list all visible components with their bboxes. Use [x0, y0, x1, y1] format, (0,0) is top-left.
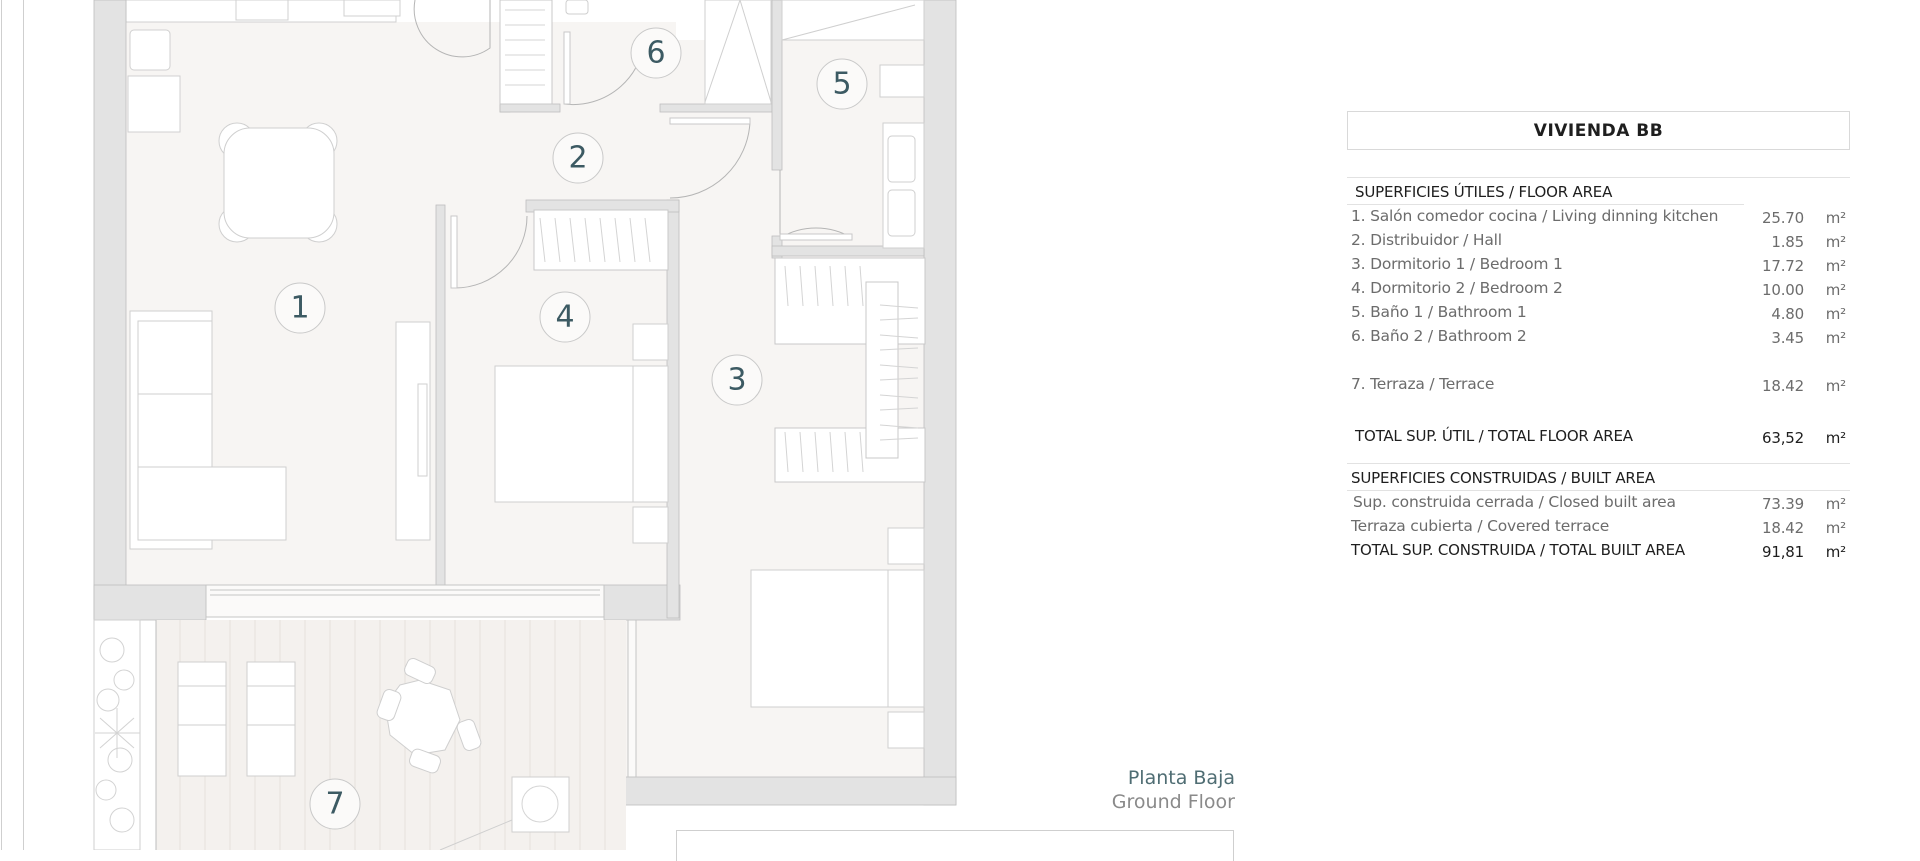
divider — [1347, 490, 1850, 491]
room-label-4 — [539, 291, 591, 343]
room-label-2 — [552, 132, 604, 184]
built-row: Terraza cubierta / Covered terrace 18.42… — [1351, 517, 1846, 537]
room-number-3: 3 — [727, 363, 746, 398]
area-row: 1. Salón comedor cocina / Living dinning… — [1351, 207, 1846, 227]
sun-lounger — [177, 661, 296, 777]
toilet-icon — [879, 64, 925, 98]
wardrobe — [499, 0, 926, 483]
room-number-6: 6 — [646, 36, 665, 71]
plant-icon — [95, 637, 140, 833]
total-floor-area-row: TOTAL SUP. ÚTIL / TOTAL FLOOR AREA 63,52… — [1355, 427, 1846, 447]
divider — [1347, 463, 1850, 464]
divider — [1347, 177, 1850, 178]
area-row: 6. Baño 2 / Bathroom 2 3.45 m² — [1351, 327, 1846, 347]
floor-name: Planta Baja Ground Floor — [1112, 766, 1235, 814]
appliance — [235, 0, 289, 21]
divider — [1347, 204, 1744, 205]
unit-title: VIVIENDA BB — [1347, 111, 1850, 150]
floor-plan: 1 2 3 4 5 6 7 — [1, 0, 957, 850]
sofa — [129, 310, 287, 550]
outdoor-table — [376, 657, 482, 774]
room-number-1: 1 — [290, 291, 309, 326]
room-label-5 — [816, 58, 868, 110]
room-label-6 — [630, 27, 682, 79]
terrace-row: 7. Terraza / Terrace 18.42 m² — [1351, 375, 1846, 395]
room-number-4: 4 — [555, 300, 574, 335]
area-row: 3. Dormitorio 1 / Bedroom 1 17.72 m² — [1351, 255, 1846, 275]
room-label-7 — [309, 778, 361, 830]
toilet-icon — [565, 0, 589, 15]
planter — [511, 776, 570, 833]
total-built-area-row: TOTAL SUP. CONSTRUIDA / TOTAL BUILT AREA… — [1351, 541, 1846, 561]
area-row: 4. Dormitorio 2 / Bedroom 2 10.00 m² — [1351, 279, 1846, 299]
bed — [494, 323, 669, 544]
room-label-1 — [274, 282, 326, 334]
shower-tray — [704, 0, 772, 105]
floor-name-en: Ground Floor — [1111, 791, 1235, 813]
area-row: 5. Baño 1 / Bathroom 1 4.80 m² — [1351, 303, 1846, 323]
appliance — [343, 0, 401, 17]
sink-icon — [129, 29, 171, 71]
area-row: 2. Distribuidor / Hall 1.85 m² — [1351, 231, 1846, 251]
area-panel: VIVIENDA BB SUPERFICIES ÚTILES / FLOOR A… — [1347, 111, 1850, 563]
floor-name-es: Planta Baja — [1127, 767, 1235, 789]
floor-area-heading: SUPERFICIES ÚTILES / FLOOR AREA — [1355, 183, 1613, 201]
bottom-frame — [676, 830, 1234, 861]
room-number-2: 2 — [568, 141, 587, 176]
dining-table — [218, 122, 338, 243]
planter — [93, 619, 141, 850]
room-label-3 — [711, 354, 763, 406]
room-number-7: 7 — [325, 787, 344, 822]
bed — [750, 527, 925, 749]
built-row: Sup. construida cerrada / Closed built a… — [1353, 493, 1846, 513]
built-area-heading: SUPERFICIES CONSTRUIDAS / BUILT AREA — [1351, 469, 1655, 487]
kitchen-counter — [127, 75, 181, 133]
room-number-5: 5 — [832, 67, 851, 102]
